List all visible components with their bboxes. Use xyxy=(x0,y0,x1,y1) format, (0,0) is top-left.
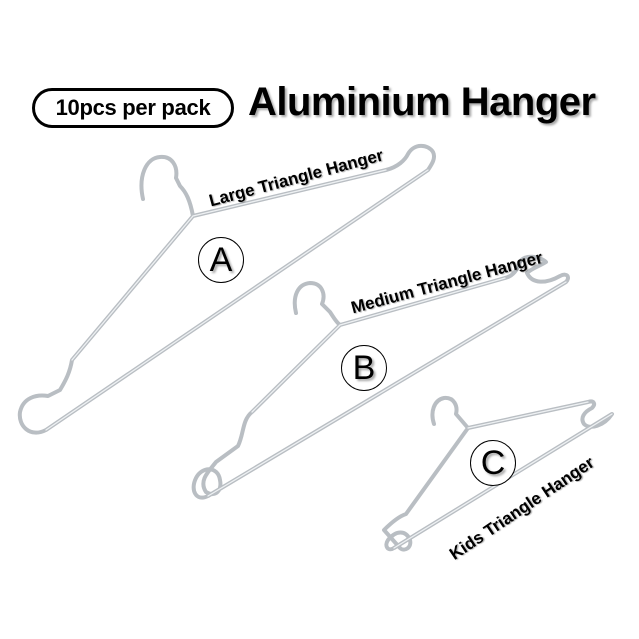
hanger-b-marker: B xyxy=(341,345,387,391)
hanger-a-letter: A xyxy=(209,240,233,279)
hanger-c-marker: C xyxy=(470,440,516,486)
hanger-a-marker: A xyxy=(198,237,244,283)
hanger-a-image xyxy=(17,143,437,435)
hanger-b-letter: B xyxy=(352,348,376,387)
hanger-b-image xyxy=(191,254,570,500)
pack-quantity-badge: 10pcs per pack xyxy=(32,88,234,128)
product-title: Aluminium Hanger xyxy=(248,80,596,124)
hanger-c-letter: C xyxy=(480,443,506,482)
